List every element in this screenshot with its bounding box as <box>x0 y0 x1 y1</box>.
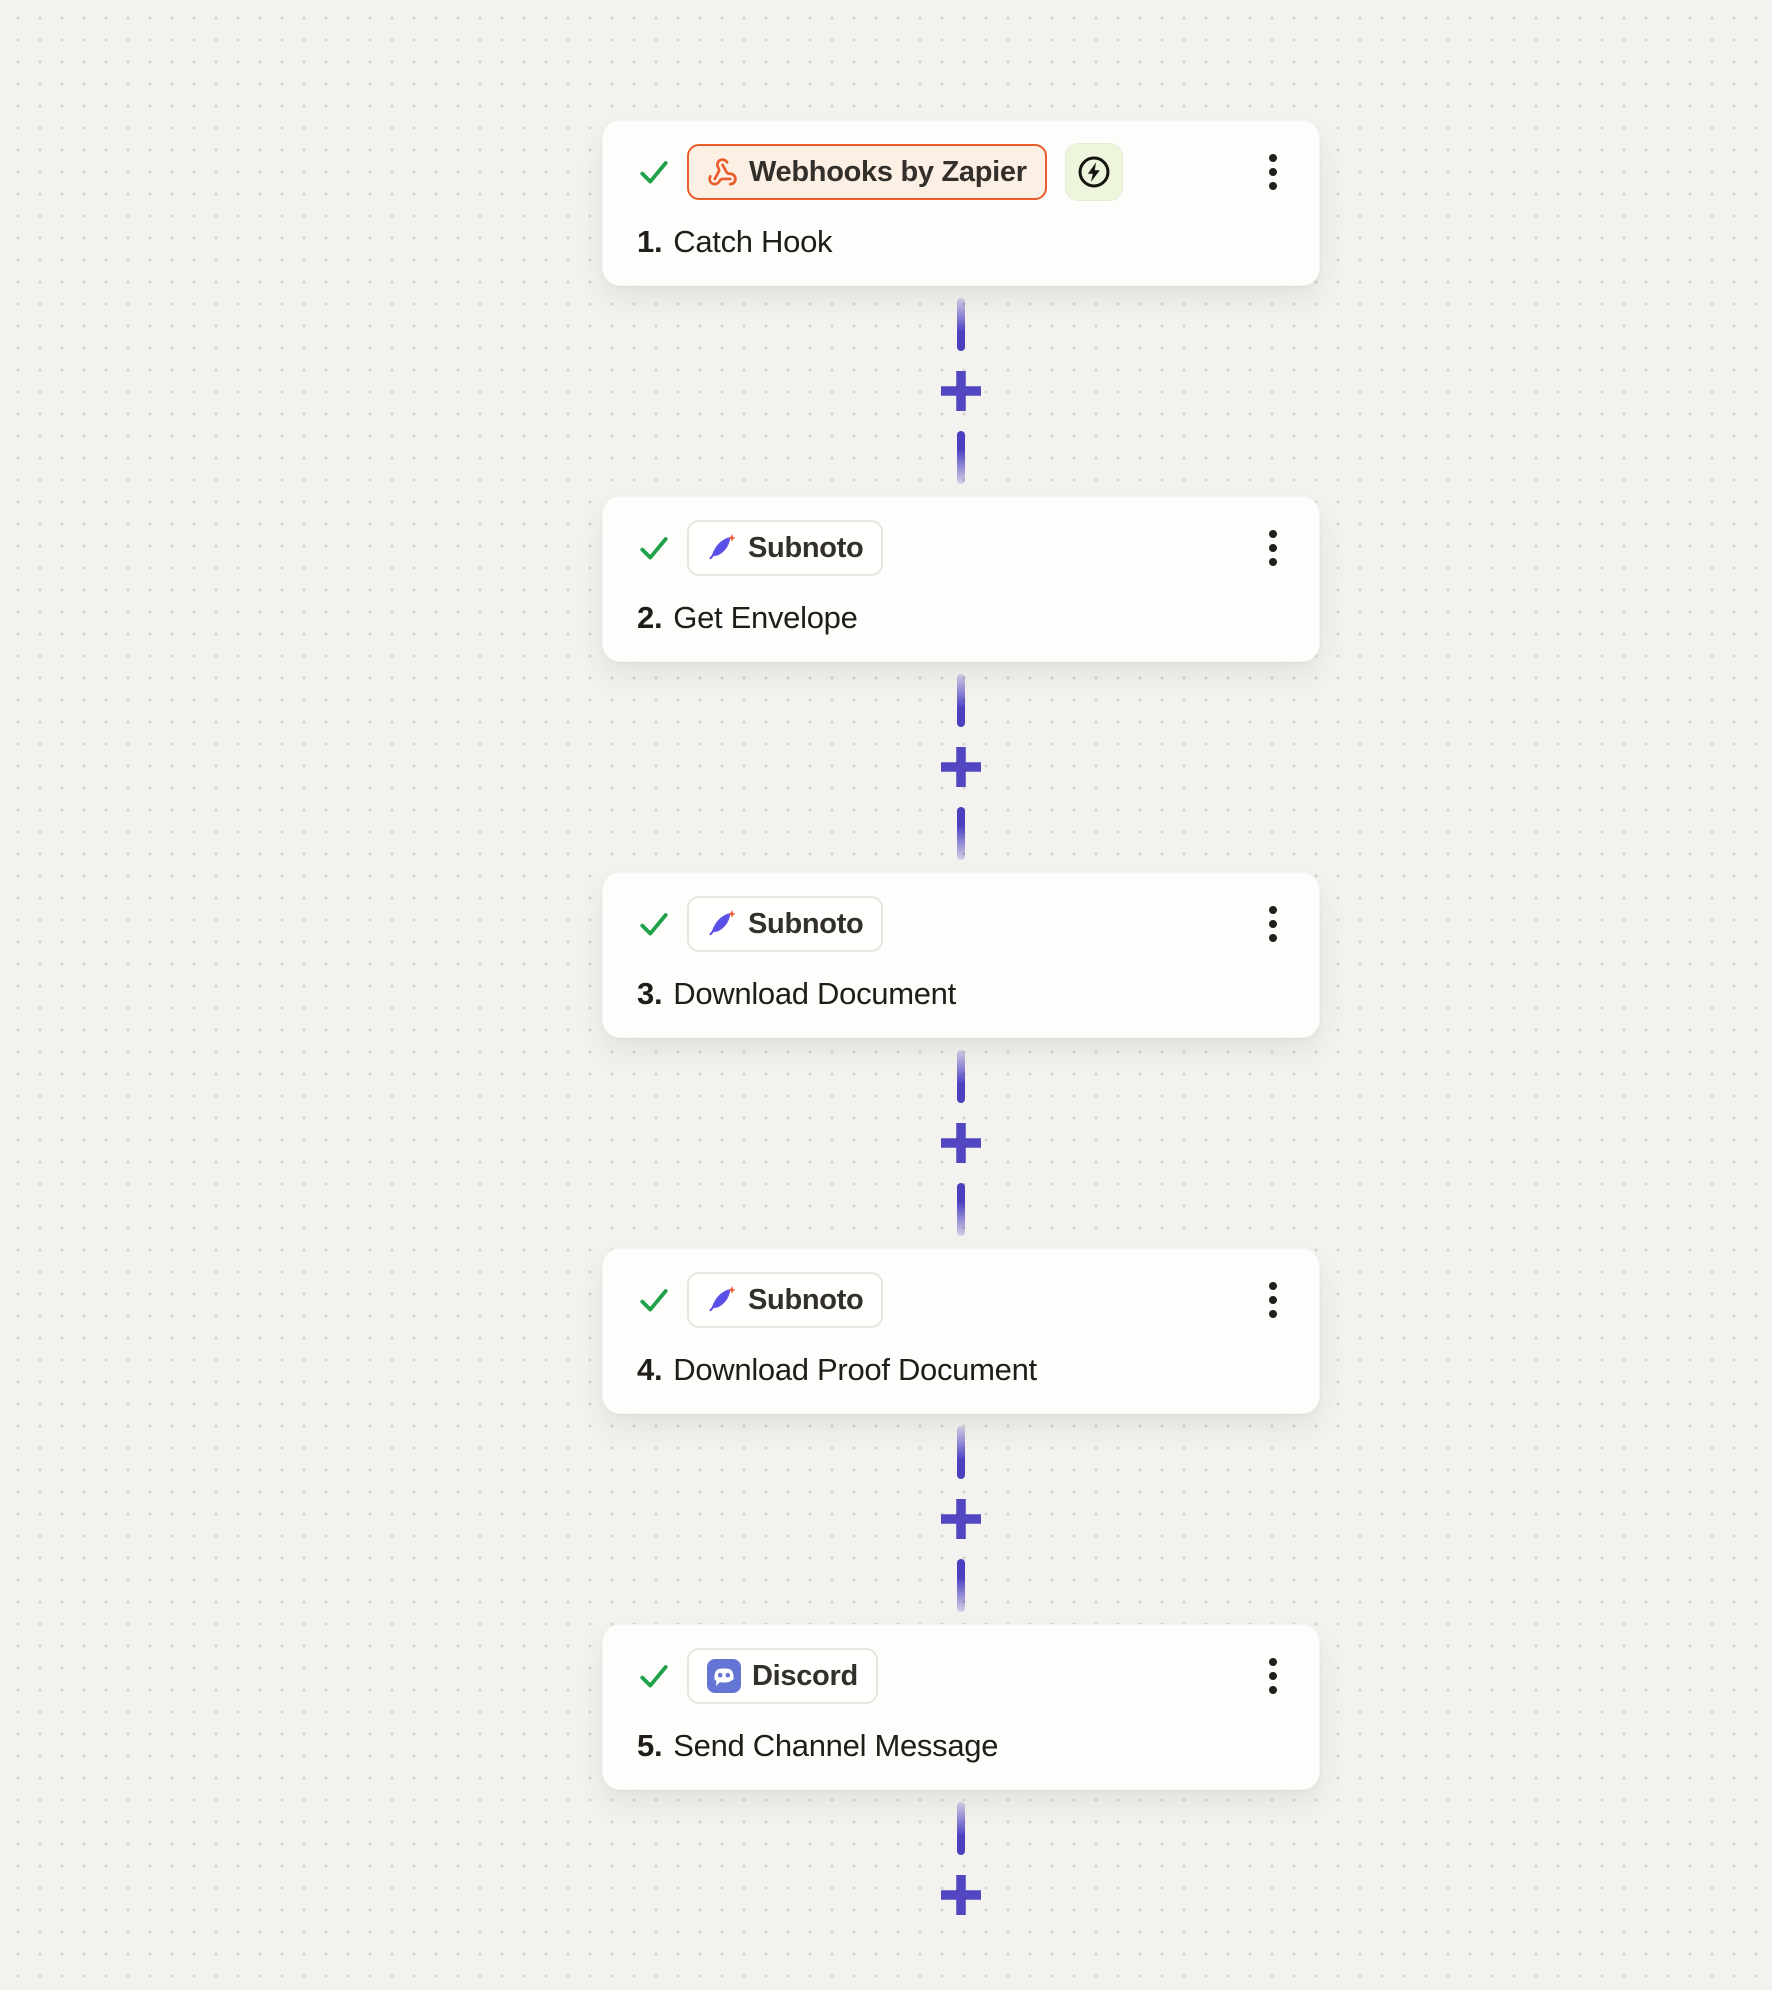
connector-5 <box>602 1790 1320 1925</box>
app-badge-label: Discord <box>752 1659 858 1692</box>
connector-line <box>957 674 965 727</box>
step-card-2-get-envelope[interactable]: Subnoto 2. Get Envelope <box>602 496 1320 662</box>
step-number: 3. <box>637 976 663 1011</box>
add-step-button[interactable] <box>938 1120 984 1166</box>
step-title: Get Envelope <box>673 600 858 635</box>
kebab-menu-icon <box>1269 1282 1277 1290</box>
step-success-check-icon <box>637 154 673 190</box>
step-card-4-download-proof-document[interactable]: Subnoto 4. Download Proof Document <box>602 1248 1320 1414</box>
connector-line <box>957 1802 965 1855</box>
app-badge-subnoto: Subnoto <box>687 1272 884 1328</box>
subnoto-feather-icon <box>707 909 737 939</box>
step-title: Download Document <box>673 976 956 1011</box>
step-number: 2. <box>637 600 663 635</box>
step-title: Send Channel Message <box>673 1728 999 1763</box>
connector-line <box>957 431 965 484</box>
zap-workflow-canvas: Webhooks by Zapier 1. Catch Hook <box>602 120 1320 1925</box>
app-badge-label: Webhooks by Zapier <box>749 155 1027 188</box>
step-menu-button[interactable] <box>1263 900 1283 948</box>
add-step-button[interactable] <box>938 744 984 790</box>
connector-2 <box>602 662 1320 872</box>
connector-line <box>957 1426 965 1479</box>
step-menu-button[interactable] <box>1263 1652 1283 1700</box>
step-title-row: 2. Get Envelope <box>637 600 1285 636</box>
step-card-3-download-document[interactable]: Subnoto 3. Download Document <box>602 872 1320 1038</box>
step-card-1-catch-hook[interactable]: Webhooks by Zapier 1. Catch Hook <box>602 120 1320 286</box>
step-card-5-send-channel-message[interactable]: Discord 5. Send Channel Message <box>602 1624 1320 1790</box>
step-menu-button[interactable] <box>1263 1276 1283 1324</box>
connector-line <box>957 298 965 351</box>
step-title: Download Proof Document <box>673 1352 1037 1387</box>
step-number: 1. <box>637 224 663 259</box>
connector-4 <box>602 1414 1320 1624</box>
plus-icon <box>938 368 984 414</box>
webhook-icon <box>707 157 738 188</box>
subnoto-feather-icon <box>707 533 737 563</box>
step-title-row: 1. Catch Hook <box>637 224 1285 260</box>
kebab-menu-icon <box>1269 1658 1277 1666</box>
app-badge-subnoto: Subnoto <box>687 520 884 576</box>
connector-line <box>957 807 965 860</box>
plus-icon <box>938 1872 984 1918</box>
step-number: 4. <box>637 1352 663 1387</box>
app-badge-discord: Discord <box>687 1648 878 1704</box>
connector-line <box>957 1183 965 1236</box>
step-success-check-icon <box>637 906 673 942</box>
connector-line <box>957 1050 965 1103</box>
step-number: 5. <box>637 1728 663 1763</box>
step-title-row: 3. Download Document <box>637 976 1285 1012</box>
kebab-menu-icon <box>1269 530 1277 538</box>
app-badge-webhooks-by-zapier: Webhooks by Zapier <box>687 144 1047 200</box>
add-step-button[interactable] <box>938 1872 984 1918</box>
plus-icon <box>938 1496 984 1542</box>
lightning-icon <box>1076 154 1112 190</box>
connector-3 <box>602 1038 1320 1248</box>
step-success-check-icon <box>637 1658 673 1694</box>
step-menu-button[interactable] <box>1263 148 1283 196</box>
kebab-menu-icon <box>1269 906 1277 914</box>
add-step-button[interactable] <box>938 368 984 414</box>
add-step-button[interactable] <box>938 1496 984 1542</box>
kebab-menu-icon <box>1269 154 1277 162</box>
discord-icon <box>707 1659 741 1693</box>
app-badge-label: Subnoto <box>748 907 864 940</box>
step-title-row: 4. Download Proof Document <box>637 1352 1285 1388</box>
subnoto-feather-icon <box>707 1285 737 1315</box>
instant-trigger-badge <box>1064 143 1123 201</box>
plus-icon <box>938 1120 984 1166</box>
plus-icon <box>938 744 984 790</box>
step-success-check-icon <box>637 1282 673 1318</box>
step-menu-button[interactable] <box>1263 524 1283 572</box>
app-badge-subnoto: Subnoto <box>687 896 884 952</box>
connector-line <box>957 1559 965 1612</box>
step-title-row: 5. Send Channel Message <box>637 1728 1285 1764</box>
app-badge-label: Subnoto <box>748 531 864 564</box>
connector-1 <box>602 286 1320 496</box>
step-success-check-icon <box>637 530 673 566</box>
app-badge-label: Subnoto <box>748 1283 864 1316</box>
step-title: Catch Hook <box>673 224 833 259</box>
